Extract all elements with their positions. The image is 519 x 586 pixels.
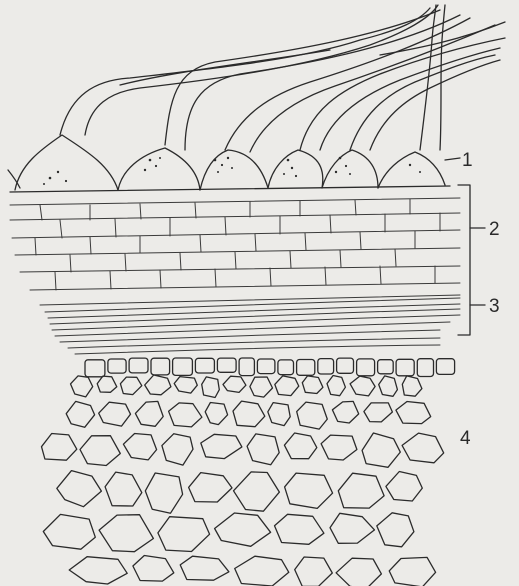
parenchyma-cell [332,401,358,423]
small-cell [85,360,105,377]
parenchyma-cell [377,513,414,547]
parenchyma-cell [379,376,398,396]
parenchyma-cell [295,557,333,586]
parenchyma-cell [120,377,141,395]
parenchyma-cell [162,434,193,465]
root-hairs [60,5,505,152]
parenchyma-cell [234,472,280,511]
small-cell [239,358,254,376]
parenchyma-cell [201,434,242,458]
parenchyma-cell [233,401,265,427]
parenchyma-cell [338,473,384,508]
parenchyma-cell [205,403,227,425]
parenchyma-cell [145,375,171,395]
small-cell [129,358,148,373]
small-cell [337,358,354,373]
parenchyma-cell [99,515,153,552]
parenchyma-cell [135,401,163,426]
parenchyma-cell [247,434,279,465]
parenchyma-cell [99,402,131,426]
parenchyma-cell [350,376,375,396]
parenchyma-cell [386,472,422,502]
parenchyma-cell [389,557,435,586]
parenchyma-cell [69,557,127,584]
parenchyma-cell [402,376,422,396]
parenchyma-cell [43,514,95,549]
parenchyma-cell [215,513,271,546]
parenchyma-cell [321,435,357,460]
epidermal-cells [8,135,450,192]
parenchyma-cell [180,556,229,580]
parenchyma-cell [145,473,182,513]
parenchyma-cell [284,433,316,459]
parenchyma-cell [133,556,174,582]
parenchyma-cell [123,434,156,460]
parenchyma-cell [250,377,273,397]
parenchyma-cell [402,433,444,463]
parenchyma-cell [189,473,232,502]
parenchyma-cell [71,376,93,397]
parenchyma-cell [169,403,202,427]
small-cell [278,360,294,375]
parenchyma-cell [223,376,246,392]
small-cell [357,359,375,376]
parenchyma-cell [202,377,220,398]
parenchyma-cell [42,434,77,461]
parenchyma-cell [362,433,400,467]
bracket-lines [445,158,485,335]
small-cell [417,359,433,377]
parenchyma-cell [235,556,289,586]
small-cell [318,359,334,374]
label-1: 1 [462,150,473,171]
parenchyma-cell [66,401,94,427]
small-cell [151,358,170,375]
epidermis-layer [8,5,505,192]
label-4: 4 [460,428,471,449]
parenchyma-cell [275,514,324,544]
small-cell [378,360,394,374]
parenchyma-cell [174,377,197,394]
cortex-layer [10,198,460,305]
label-2: 2 [489,219,500,240]
small-cell [173,358,193,375]
parenchyma-cell [97,376,117,392]
parenchyma-cell [158,517,210,552]
small-cell [436,359,454,375]
label-3: 3 [489,296,500,317]
endodermis-layer [45,298,460,354]
small-cell [217,358,236,372]
small-cell [257,359,275,374]
parenchyma-cell [327,376,345,396]
parenchyma-cell [80,436,120,466]
parenchyma-cell [364,403,393,422]
parenchyma-cell [105,472,142,506]
parenchyma-cell [302,376,323,394]
parenchyma-cell [275,376,299,396]
parenchyma-cell [396,402,431,424]
parenchyma-cell [336,558,381,586]
parenchyma-cell [268,403,290,426]
parenchyma-cell [297,402,328,429]
small-cell [195,358,214,373]
parenchyma-cell [57,471,102,507]
small-cell [108,359,126,373]
small-cell [297,360,315,376]
small-cell [396,359,414,376]
parenchyma-cell [330,513,375,543]
nuclei-dots [43,157,421,185]
parenchyma-cell [285,473,333,508]
parenchyma-layer [42,358,455,586]
